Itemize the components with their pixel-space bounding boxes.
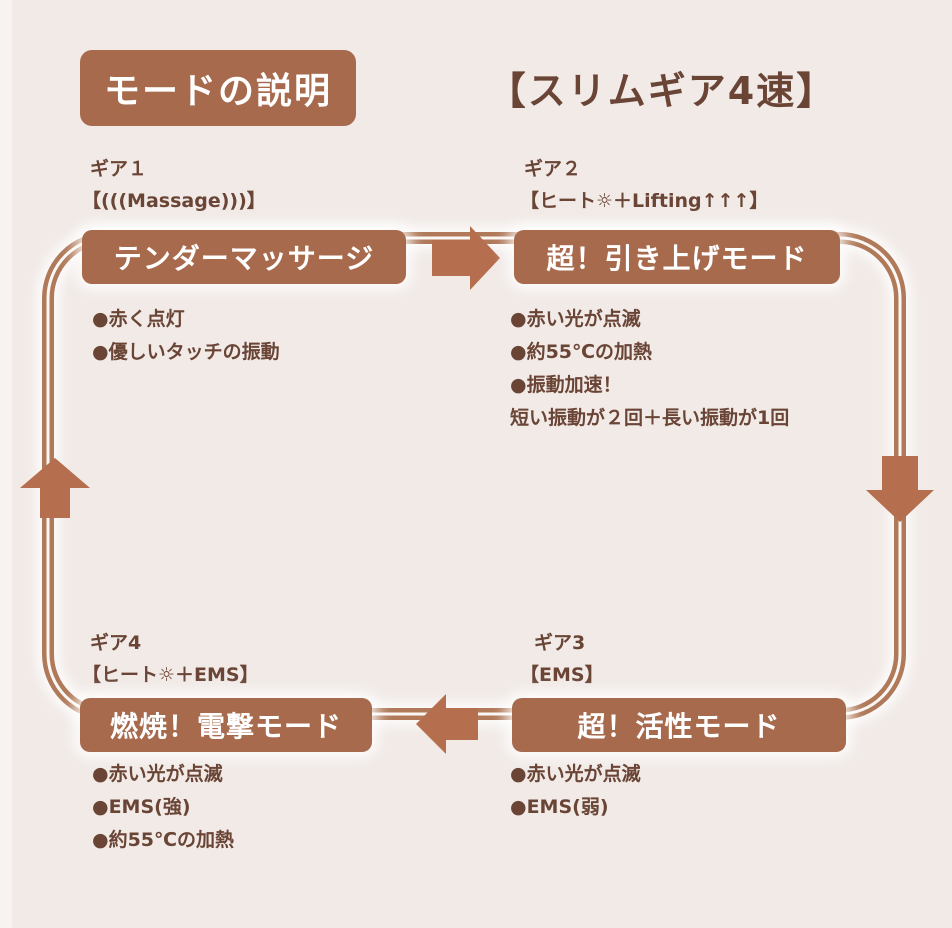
detail-line: ●赤い光が点滅 <box>510 308 641 330</box>
detail-line: ●EMS(強) <box>92 796 191 818</box>
gear-2-details: ●赤い光が点滅 ●約55℃の加熱 ●振動加速！ 短い振動が２回＋長い振動が1回 <box>510 303 789 435</box>
arrow-left-icon <box>416 694 478 754</box>
gear-4-details: ●赤い光が点滅 ●EMS(強) ●約55℃の加熱 <box>92 758 234 857</box>
page-edge <box>0 0 12 928</box>
gear-3-label: ギア3 <box>534 632 586 654</box>
mode-4-box: 燃焼！電撃モード <box>80 698 372 752</box>
speed-title: 【スリムギア4速】 <box>487 69 837 113</box>
gear-3-details: ●赤い光が点滅 ●EMS(弱) <box>510 758 641 824</box>
detail-line: ●約55℃の加熱 <box>92 829 235 851</box>
mode-2-box: 超！引き上げモード <box>514 230 840 284</box>
page-title: モードの説明 <box>80 50 356 126</box>
mode-1-box: テンダーマッサージ <box>82 230 406 284</box>
detail-line: 短い振動が２回＋長い振動が1回 <box>510 407 790 429</box>
gear-1-sub: 【(((Massage)))】 <box>82 190 266 212</box>
arrow-down-icon <box>866 456 934 522</box>
detail-line: ●赤く点灯 <box>92 308 185 330</box>
gear-1-label: ギア１ <box>90 158 148 180</box>
gear-4-sub: 【ヒート☼＋EMS】 <box>82 664 259 686</box>
arrow-right-icon <box>432 226 500 290</box>
detail-line: ●優しいタッチの振動 <box>92 341 280 363</box>
detail-line: ●振動加速！ <box>510 374 622 396</box>
gear-1-details: ●赤く点灯 ●優しいタッチの振動 <box>92 303 280 369</box>
arrow-up-icon <box>20 458 90 518</box>
detail-line: ●赤い光が点滅 <box>510 763 641 785</box>
detail-line: ●約55℃の加熱 <box>510 341 653 363</box>
gear-3-sub: 【EMS】 <box>520 664 604 686</box>
detail-line: ●EMS(弱) <box>510 796 609 818</box>
gear-4-label: ギア4 <box>90 632 142 654</box>
detail-line: ●赤い光が点滅 <box>92 763 223 785</box>
gear-2-sub: 【ヒート☼＋Lifting↑↑↑】 <box>520 190 769 212</box>
mode-3-box: 超！活性モード <box>512 698 846 752</box>
gear-2-label: ギア２ <box>524 158 582 180</box>
